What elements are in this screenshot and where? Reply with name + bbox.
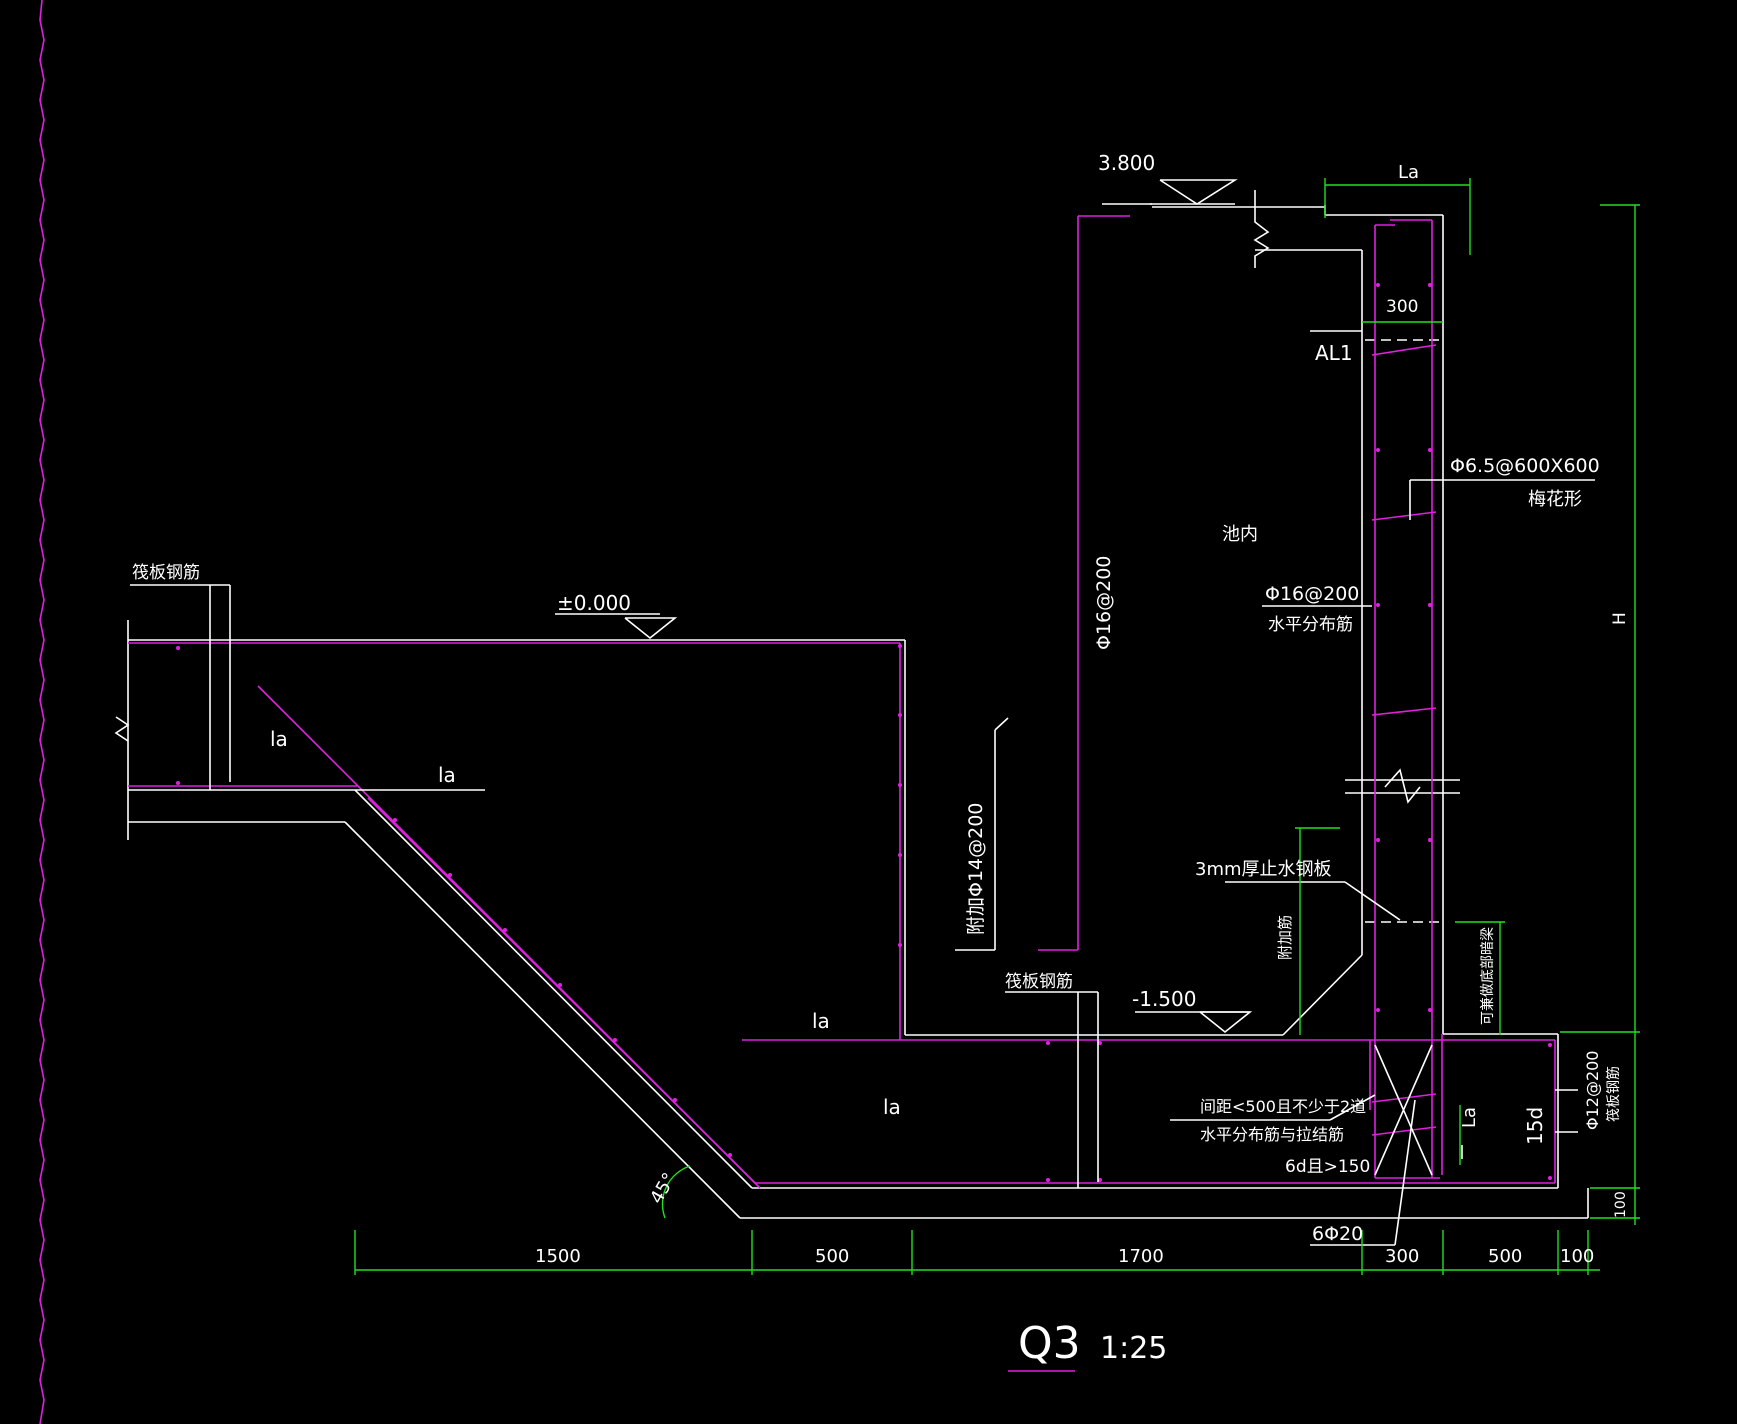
elev-bottom: -1.500 — [1132, 987, 1196, 1011]
leader-lines — [130, 203, 1595, 1246]
la-label-1: la — [270, 727, 288, 751]
tie-pattern-label: 梅花形 — [1528, 489, 1582, 510]
la-label-4: la — [883, 1095, 901, 1119]
d15-label: 15d — [1523, 1107, 1547, 1145]
dim-300: 300 — [1385, 1246, 1419, 1267]
slab-bar-sub: 筏板钢筋 — [1605, 1066, 1622, 1122]
dim-1700: 1700 — [1118, 1246, 1164, 1267]
dimension-lines — [354, 178, 1640, 1372]
dim-300-top: 300 — [1386, 297, 1418, 317]
annotation-texts: 3.800 ±0.000 -1.500 筏板钢筋 筏板钢筋 la la la l… — [132, 151, 1630, 1369]
height-label: H — [1610, 612, 1630, 625]
tie-rebar-label: Φ6.5@600X600 — [1450, 455, 1600, 477]
right-wall-note: 可兼做底部暗梁 — [1480, 927, 1496, 1025]
rebar-dots — [176, 283, 1552, 1182]
drawing-scale: 1:25 — [1100, 1331, 1167, 1366]
la-foot-label: La — [1459, 1107, 1480, 1128]
horiz-dist-label: 水平分布筋 — [1268, 615, 1353, 635]
elev-ground: ±0.000 — [557, 591, 631, 615]
dim-500-a: 500 — [815, 1246, 849, 1267]
dim-100-right: 100 — [1613, 1191, 1629, 1218]
dim-500-b: 500 — [1488, 1246, 1522, 1267]
raft-rebar-mid: 筏板钢筋 — [1005, 972, 1073, 992]
add-rebar-label: 附加Φ14@200 — [965, 803, 987, 935]
bottom-bars: 6Φ20 — [1312, 1223, 1363, 1245]
la-label-2: la — [438, 763, 456, 787]
raft-rebar-left: 筏板钢筋 — [132, 563, 200, 583]
vert-rebar-label: Φ16@200 — [1093, 556, 1115, 650]
left-wall-note: 附加筋 — [1276, 915, 1294, 960]
beam-label: AL1 — [1315, 341, 1353, 365]
pool-inside-label: 池内 — [1222, 524, 1258, 545]
rebar-lines — [128, 215, 1556, 1189]
elev-top: 3.800 — [1098, 151, 1155, 175]
la-top-label: La — [1398, 162, 1419, 183]
anchor-6d: 6d且>150 — [1285, 1157, 1370, 1177]
slab-bar-label: Φ12@200 — [1583, 1051, 1602, 1131]
la-label-3: la — [812, 1009, 830, 1033]
waterstop-label: 3mm厚止水钢板 — [1195, 859, 1332, 880]
drawing-title: Q3 — [1018, 1318, 1081, 1369]
elevation-marks — [624, 179, 1253, 1034]
spacing-note-2: 水平分布筋与拉结筋 — [1200, 1125, 1344, 1144]
sheet-left-border — [39, 0, 45, 1424]
horiz-rebar-label: Φ16@200 — [1265, 583, 1359, 605]
dim-100-bottom: 100 — [1560, 1246, 1594, 1267]
concrete-outline — [114, 190, 1589, 1219]
spacing-note-1: 间距<500且不少于2道 — [1200, 1097, 1366, 1116]
dim-1500: 1500 — [535, 1246, 581, 1267]
